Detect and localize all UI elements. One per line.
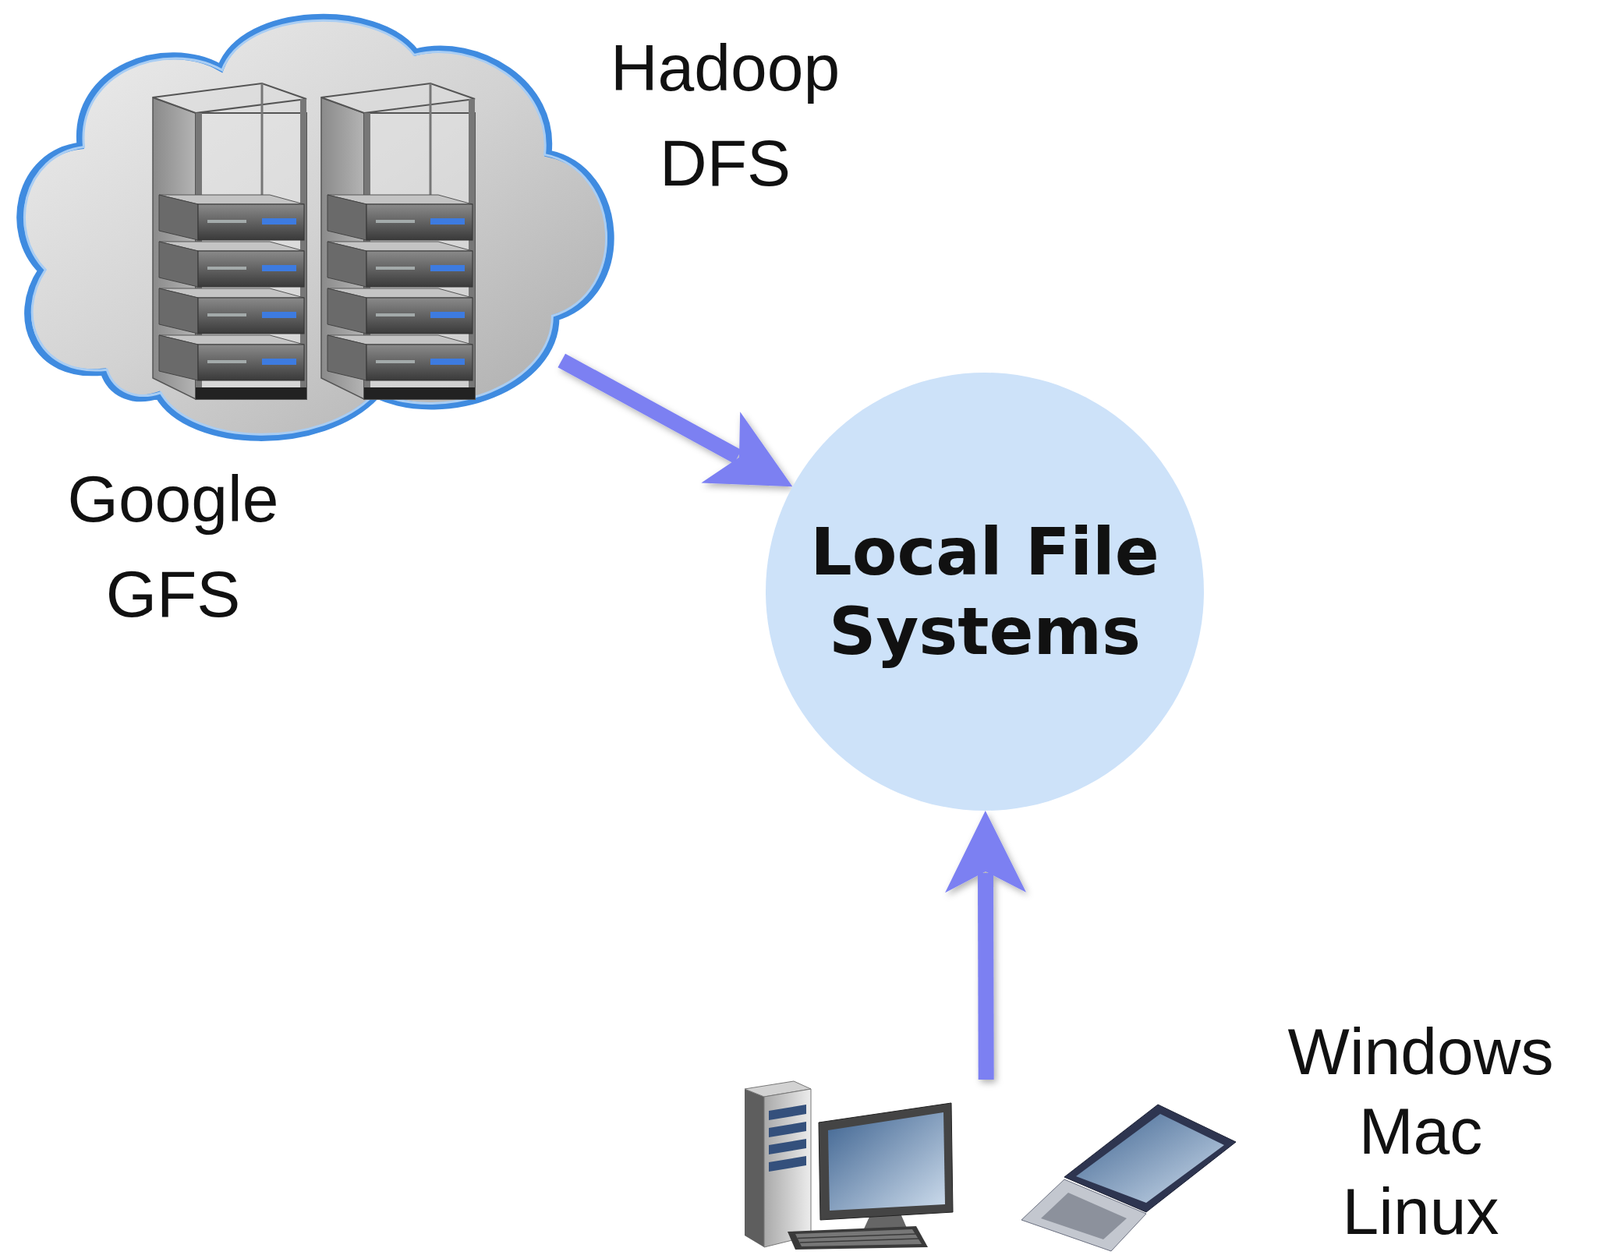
drive-bay xyxy=(768,1104,807,1121)
arrow-shaft xyxy=(977,873,995,1080)
keyboard-body xyxy=(787,1226,928,1250)
keyboard-keys xyxy=(795,1229,922,1247)
server-slot xyxy=(207,313,247,317)
rack-base xyxy=(195,387,307,400)
cloud-storage: Hadoop DFSGoogle GFS xyxy=(10,5,624,449)
laptop-lid xyxy=(1064,1104,1236,1213)
server-led xyxy=(261,311,297,319)
node-outline xyxy=(765,372,1204,811)
laptop-keyboard xyxy=(1040,1192,1127,1240)
server-front xyxy=(198,344,305,381)
cloud-label: Google GFS xyxy=(67,452,280,643)
rack-top xyxy=(321,83,475,114)
text-slot: Local File Systems xyxy=(765,372,1204,811)
arrow-connector xyxy=(945,810,1027,1080)
server-front xyxy=(366,204,473,241)
server-front xyxy=(366,297,473,334)
server-side xyxy=(327,335,367,381)
server-front xyxy=(366,344,473,381)
arrow-head xyxy=(945,810,1027,893)
server-side xyxy=(159,288,199,334)
server-side xyxy=(327,241,367,287)
server-slot xyxy=(207,360,247,364)
server-led xyxy=(430,311,465,319)
arrow-head xyxy=(700,411,793,487)
server-slot xyxy=(375,266,415,270)
server-led xyxy=(430,358,465,365)
desktop-tower xyxy=(744,1081,811,1248)
rack-post xyxy=(261,83,264,201)
server-rack xyxy=(321,83,475,400)
keyboard-row xyxy=(800,1238,919,1243)
rack-post xyxy=(429,83,432,201)
keyboard xyxy=(787,1226,928,1250)
monitor-bezel xyxy=(818,1103,953,1221)
server-led xyxy=(261,265,297,272)
server-slot xyxy=(207,266,247,270)
drive-bay xyxy=(768,1122,807,1138)
monitor-screen xyxy=(828,1112,946,1211)
server-led xyxy=(430,218,465,225)
server-side xyxy=(327,288,367,334)
server-slot xyxy=(207,219,247,224)
os-label: Windows Mac Linux xyxy=(1288,1012,1554,1252)
text-slot: Hadoop DFS xyxy=(610,21,840,212)
filesystem-circle: Local File Systems xyxy=(765,372,1204,811)
rack-front xyxy=(364,113,475,400)
laptop-screen xyxy=(1076,1114,1225,1204)
server-slot xyxy=(375,360,415,364)
rack-base xyxy=(364,387,475,400)
text-slot: Windows Mac Linux xyxy=(1288,1012,1554,1252)
node-outline xyxy=(732,1079,1240,1252)
tower-side xyxy=(744,1089,765,1248)
tower-front xyxy=(764,1089,811,1248)
circle-label: Local File Systems xyxy=(797,512,1172,673)
rack-top xyxy=(152,83,307,114)
server-side xyxy=(159,241,199,287)
arrow-connector xyxy=(561,360,793,487)
arrow-shaft xyxy=(561,360,738,457)
server-side xyxy=(159,194,199,241)
server-led xyxy=(261,358,297,365)
server-led xyxy=(430,265,465,272)
cloud-outline xyxy=(20,17,611,438)
desktop-monitor xyxy=(818,1103,953,1235)
rack-front xyxy=(195,113,307,400)
drive-bay xyxy=(768,1139,807,1155)
server-front xyxy=(366,251,473,287)
server-front xyxy=(198,297,305,334)
server-side xyxy=(159,335,199,381)
cloud-label: Hadoop DFS xyxy=(610,21,840,212)
node-outline xyxy=(10,5,624,449)
server-front xyxy=(198,251,305,287)
text-slot: Google GFS xyxy=(67,452,280,643)
server-side xyxy=(327,194,367,241)
server-slot xyxy=(375,219,415,224)
drive-bay xyxy=(768,1156,807,1172)
server-rack xyxy=(152,83,307,400)
server-front xyxy=(198,204,305,241)
server-led xyxy=(261,218,297,225)
cloud-glow xyxy=(24,20,606,435)
circle-outline xyxy=(765,372,1204,811)
server-slot xyxy=(375,313,415,317)
client-computers: Windows Mac Linux xyxy=(732,1079,1240,1252)
laptop xyxy=(1021,1104,1236,1252)
keyboard-row xyxy=(797,1234,916,1239)
